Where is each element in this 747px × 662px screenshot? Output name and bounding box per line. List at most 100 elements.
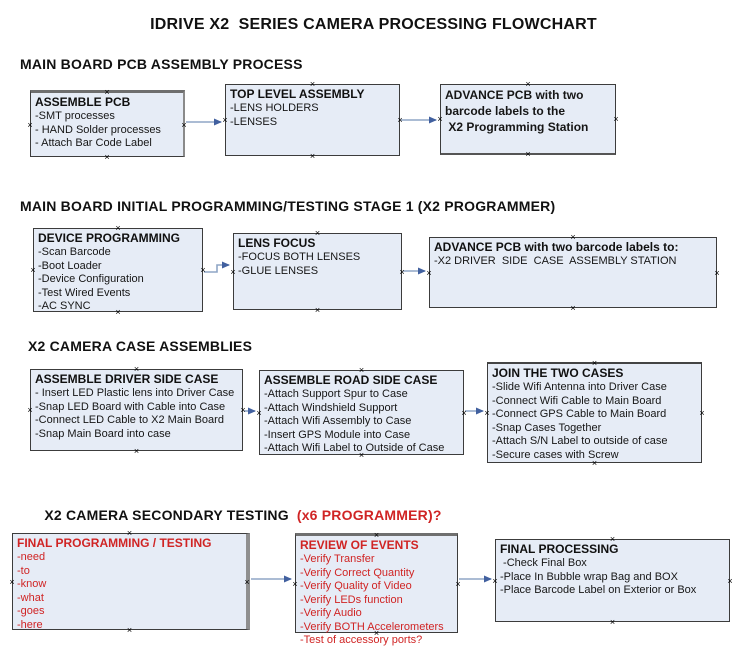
connector-handle-icon: ×: [244, 576, 250, 587]
box-item: -Device Configuration: [38, 273, 144, 285]
box-title: REVIEW OF EVENTS: [300, 538, 419, 552]
connector-handle-icon: ×: [30, 265, 36, 275]
box-item: - Attach Bar Code Label: [35, 137, 152, 149]
box-item: -Verify Quality of Video: [300, 580, 412, 592]
connector-handle-icon: ×: [727, 575, 733, 586]
box-item: -goes: [17, 605, 45, 617]
box-title: FINAL PROCESSING: [500, 542, 619, 556]
connector-handle-icon: ×: [126, 528, 133, 538]
page-title: IDRIVE X2 SERIES CAMERA PROCESSING FLOWC…: [150, 16, 597, 33]
box-item: -Connect Wifi Cable to Main Board: [492, 394, 662, 407]
box-item: -Slide Wifi Antenna into Driver Case: [492, 381, 667, 393]
box-item: -AC SYNC: [38, 300, 91, 312]
box-item: -Place In Bubble wrap Bag and BOX: [500, 570, 678, 583]
box-lens-focus: LENS FOCUS -FOCUS BOTH LENSES-GLUE LENSE…: [230, 229, 404, 315]
connector-handle-icon: ×: [222, 115, 228, 125]
box-item: -Verify Audio: [300, 607, 362, 619]
connector-handle-icon: ×: [484, 408, 490, 418]
box-item: -Boot Loader: [38, 259, 102, 272]
box-item: -Verify BOTH Accelerometers: [300, 620, 444, 633]
connector-handle-icon: ×: [104, 87, 110, 97]
box-item: -Secure cases with Screw: [492, 448, 619, 461]
box-item: X2 Programming Station: [445, 120, 589, 134]
connector-handle-icon: ×: [714, 267, 720, 278]
box-item: -LENSES: [230, 115, 278, 128]
box-item: -Check Final Box: [500, 557, 587, 569]
box-join-the-two-cases: JOIN THE TWO CASES -Slide Wifi Antenna i…: [484, 358, 704, 468]
box-items: -X2 DRIVER SIDE CASE ASSEMBLY STATION: [434, 255, 712, 269]
connector-handle-icon: ×: [358, 450, 365, 460]
box-final-processing: FINAL PROCESSING -Check Final Box-Place …: [492, 535, 732, 627]
box-item: ADVANCE PCB with two: [445, 88, 584, 102]
connector-handle-icon: ×: [373, 628, 380, 638]
connector-handle-icon: ×: [314, 228, 321, 238]
box-top-level-assembly: TOP LEVEL ASSEMBLY -LENS HOLDERS-LENSES …: [222, 80, 402, 161]
connector-handle-icon: ×: [591, 358, 598, 368]
box-item: -know: [17, 578, 47, 590]
connector-handle-icon: ×: [570, 232, 576, 242]
connector-handle-icon: ×: [591, 458, 598, 468]
box-advance-pcb-driver-side: ADVANCE PCB with two barcode labels to: …: [426, 233, 719, 313]
box-item: -FOCUS BOTH LENSES: [238, 251, 361, 263]
box-item: -Place Barcode Label on Exterior or Box: [500, 584, 697, 596]
connector-handle-icon: ×: [609, 534, 616, 544]
connector-handle-icon: ×: [256, 407, 262, 418]
box-item: -GLUE LENSES: [238, 264, 319, 277]
box-items: -need-to-know-what-goes-here: [17, 551, 242, 632]
connector-handle-icon: ×: [292, 579, 298, 589]
connector-handle-icon: ×: [613, 114, 619, 124]
connector-handle-icon: ×: [104, 152, 110, 162]
connector-handle-icon: ×: [230, 266, 236, 277]
connector-handle-icon: ×: [609, 617, 616, 627]
box-item: - HAND Solder processes: [35, 123, 161, 136]
box-assemble-road-side-case: ASSEMBLE ROAD SIDE CASE -Attach Support …: [256, 366, 466, 460]
box-items: -Check Final Box-Place In Bubble wrap Ba…: [500, 557, 725, 598]
section-heading-pcb-assembly: MAIN BOARD PCB ASSEMBLY PROCESS: [20, 56, 303, 72]
box-items: -Attach Support Spur to Case-Attach Wind…: [264, 388, 459, 456]
box-items: -Scan Barcode-Boot Loader-Device Configu…: [38, 246, 198, 314]
box-assemble-pcb: ASSEMBLE PCB -SMT processes- HAND Solder…: [27, 87, 186, 162]
box-item: -what: [17, 591, 44, 604]
connector-handle-icon: ×: [200, 265, 206, 275]
connector-handle-icon: ×: [240, 405, 246, 415]
connector-handle-icon: ×: [373, 530, 380, 540]
connector-handle-icon: ×: [309, 79, 316, 89]
flow-arrow-device-to-lensfocus: [204, 261, 230, 273]
connector-handle-icon: ×: [399, 266, 405, 277]
box-item: -SMT processes: [35, 110, 115, 122]
connector-handle-icon: ×: [9, 576, 15, 587]
box-item: -here: [17, 618, 43, 631]
connector-handle-icon: ×: [358, 365, 365, 375]
connector-handle-icon: ×: [309, 151, 316, 161]
section-heading-secondary-testing: X2 CAMERA SECONDARY TESTING(x6 PROGRAMME…: [28, 491, 442, 539]
box-item: -Snap LED Board with Cable into Case: [35, 400, 226, 413]
section-heading-case-assemblies: X2 CAMERA CASE ASSEMBLIES: [28, 338, 253, 354]
box-items: - Insert LED Plastic lens into Driver Ca…: [35, 387, 238, 441]
connector-handle-icon: ×: [426, 267, 432, 278]
box-item: -Connect GPS Cable to Main Board: [492, 408, 667, 420]
connector-handle-icon: ×: [437, 114, 443, 124]
box-final-programming-testing: FINAL PROGRAMMING / TESTING -need-to-kno…: [9, 529, 250, 635]
connector-handle-icon: ×: [455, 579, 461, 589]
box-items: -Verify Transfer-Verify Correct Quantity…: [300, 553, 453, 648]
box-item: - Insert LED Plastic lens into Driver Ca…: [35, 387, 235, 399]
connector-handle-icon: ×: [397, 115, 403, 125]
box-items: -LENS HOLDERS-LENSES: [230, 102, 395, 129]
box-items: -FOCUS BOTH LENSES-GLUE LENSES: [238, 251, 397, 278]
box-item: -Snap Main Board into case: [35, 427, 171, 440]
box-item: -to: [17, 564, 30, 577]
box-item: -Attach Windshield Support: [264, 401, 398, 414]
box-title: LENS FOCUS: [238, 236, 316, 250]
box-item: -Attach Support Spur to Case: [264, 388, 408, 400]
connector-handle-icon: ×: [525, 149, 531, 159]
box-title: ASSEMBLE DRIVER SIDE CASE: [35, 372, 219, 386]
box-title: TOP LEVEL ASSEMBLY: [230, 87, 365, 101]
connector-handle-icon: ×: [525, 79, 531, 89]
box-item: -Test of accessory ports?: [300, 634, 423, 646]
box-item: -need: [17, 551, 46, 563]
box-item: -Connect LED Cable to X2 Main Board: [35, 414, 224, 426]
box-items: -SMT processes- HAND Solder processes- A…: [35, 110, 179, 151]
